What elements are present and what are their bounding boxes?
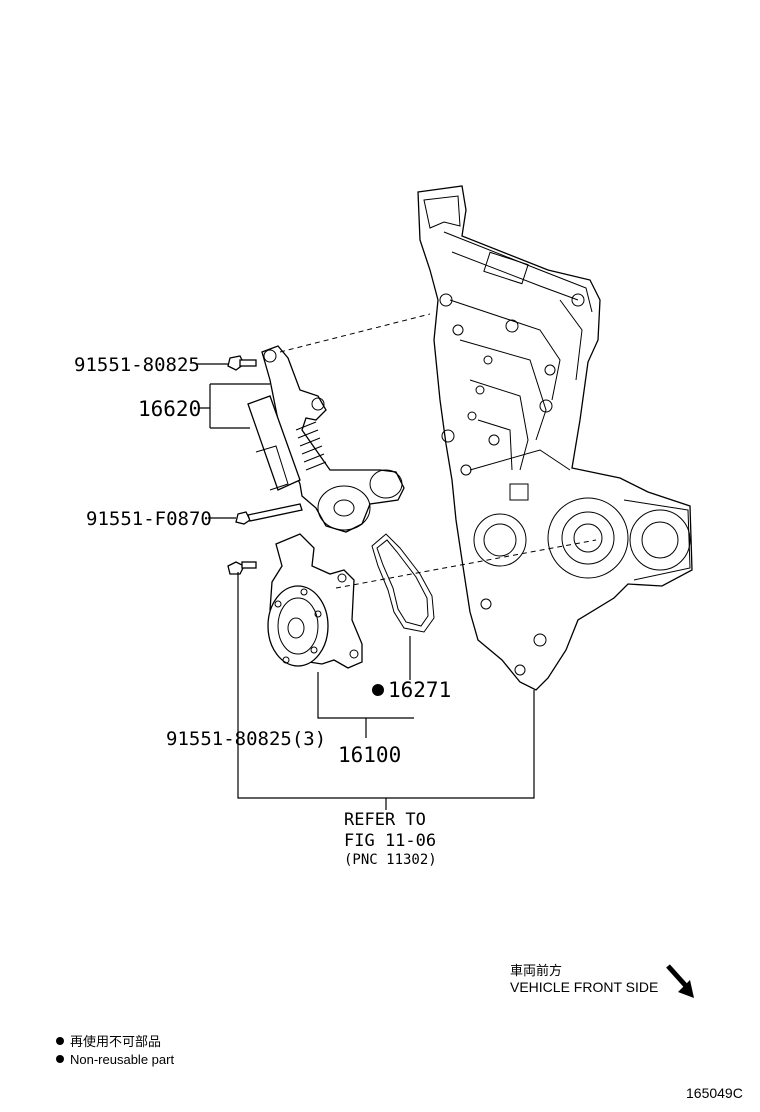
- callout-16620: 16620: [138, 397, 201, 421]
- legend-non-reusable-part: Non-reusable part: [70, 1052, 174, 1067]
- leader-water-pump: [317, 672, 414, 738]
- leader-tensioner: [198, 383, 270, 429]
- water-pump-illustration: [267, 533, 363, 669]
- bolt-91551-f0870-illustration: [235, 503, 303, 525]
- bolt-91551-80825-illustration: [227, 355, 257, 371]
- legend-japanese: 再使用不可部品: [70, 1034, 161, 1049]
- tensioner-assembly-illustration: [247, 345, 405, 533]
- refer-pnc-text: (PNC 11302): [344, 852, 437, 868]
- timing-chain-cover-illustration: [417, 185, 693, 691]
- refer-fig-text: FIG 11-06: [344, 831, 436, 851]
- leader-refer-bracket: [237, 572, 535, 810]
- legend-dot-icon-1: [56, 1037, 64, 1045]
- non-reusable-marker-icon: [372, 684, 384, 696]
- gasket-illustration: [371, 533, 435, 633]
- callout-91551-f0870: 91551-F0870: [86, 508, 212, 530]
- figure-id: 165049C: [686, 1085, 743, 1101]
- vehicle-front-japanese: 車両前方: [510, 963, 562, 978]
- legend-dot-icon-2: [56, 1055, 64, 1063]
- vehicle-front-side-label: VEHICLE FRONT SIDE: [510, 979, 658, 995]
- refer-to-text: REFER TO: [344, 810, 426, 830]
- callout-16100: 16100: [338, 743, 401, 767]
- bolt-pump-illustration: [227, 561, 257, 575]
- callout-91551-80825: 91551-80825: [74, 354, 200, 376]
- arrow-down-right-icon: [666, 964, 694, 998]
- callout-91551-80825-3: 91551-80825(3): [166, 728, 326, 750]
- callout-16271: 16271: [388, 678, 451, 702]
- alignment-line-tensioner: [279, 313, 431, 353]
- alignment-line-pump: [335, 539, 597, 589]
